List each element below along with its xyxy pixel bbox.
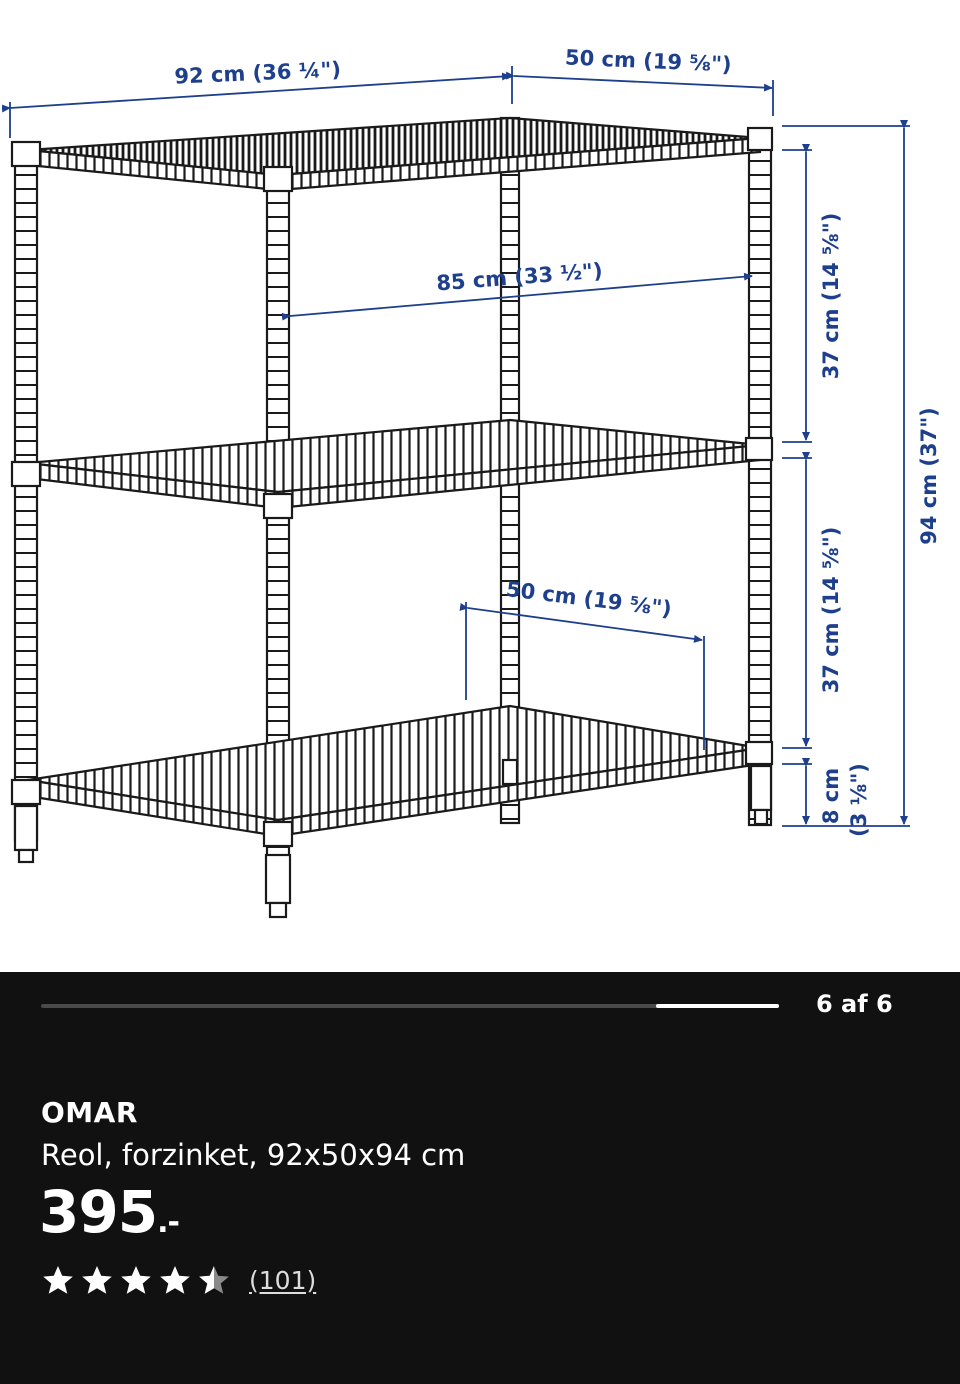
dim-depth-label: 50 cm (19 ⅝") — [565, 45, 732, 76]
dimension-drawing: 92 cm (36 ¼") 50 cm (19 ⅝") 85 cm (33 ½"… — [1, 45, 941, 919]
product-price: 395.- — [39, 1178, 180, 1246]
dim-upper-gap-label: 37 cm (14 ⅝") — [819, 213, 843, 380]
star-full-icon — [121, 1266, 151, 1294]
dimension-lines — [1, 66, 910, 827]
product-rating[interactable]: (101) — [41, 1264, 316, 1296]
review-count-link[interactable]: (101) — [249, 1265, 317, 1295]
price-value: 395 — [39, 1178, 158, 1246]
dim-lower-gap-label: 37 cm (14 ⅝") — [819, 527, 843, 694]
carousel-counter: 6 af 6 — [816, 990, 893, 1018]
dim-total-height-label: 94 cm (37") — [917, 407, 941, 545]
dim-shelf-depth-label: 50 cm (19 ⅝") — [505, 577, 673, 621]
product-image[interactable]: 92 cm (36 ¼") 50 cm (19 ⅝") 85 cm (33 ½"… — [0, 0, 960, 972]
star-full-icon — [160, 1266, 190, 1294]
star-half-icon — [199, 1266, 229, 1294]
price-suffix: .- — [157, 1205, 180, 1240]
product-name[interactable]: OMAR — [41, 1096, 138, 1129]
star-full-icon — [43, 1266, 73, 1294]
shelf-drawing — [10, 116, 774, 919]
dim-foot-in-label: (3 ⅛") — [847, 763, 871, 837]
dim-foot-cm-label: 8 cm — [819, 768, 843, 824]
star-full-icon — [82, 1266, 112, 1294]
dim-width-label: 92 cm (36 ¼") — [174, 57, 341, 88]
product-description[interactable]: Reol, forzinket, 92x50x94 cm — [41, 1138, 466, 1172]
carousel-progress-fill — [656, 1004, 779, 1008]
rating-stars — [41, 1264, 231, 1296]
product-info-panel — [0, 972, 960, 1384]
carousel-progress-track — [41, 1004, 779, 1008]
